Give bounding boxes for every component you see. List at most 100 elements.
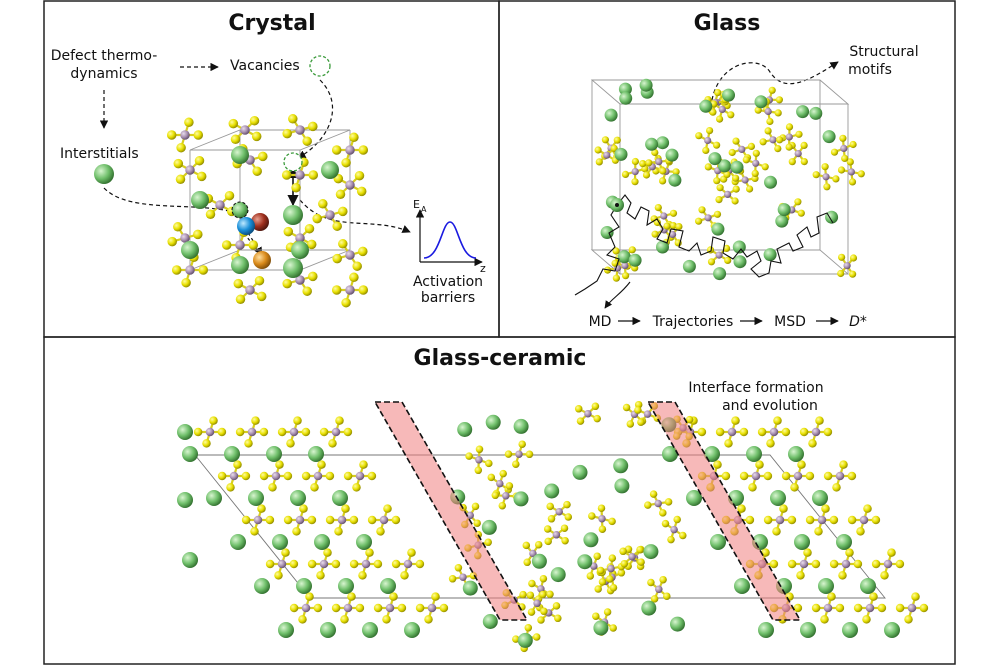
phosphorus-atom [655,585,663,594]
lithium-atom [513,491,529,507]
phosphorus-atom [907,603,917,613]
lithium-atom [668,173,682,187]
phosphorus-atom [205,427,215,437]
phosphorus-atom [794,150,802,158]
sulfur-atom [512,635,520,643]
sulfur-atom [811,603,821,613]
sulfur-atom [847,515,857,525]
sulfur-atom [358,285,369,295]
phosphorus-atom [718,105,726,113]
sulfur-atom [812,171,820,179]
sulfur-atom [669,222,677,230]
sulfur-atom [289,559,299,569]
phosphorus-atom [379,515,389,525]
sulfur-atom [781,427,791,437]
sulfur-atom [781,471,791,481]
sulfur-atom [335,416,344,425]
sulfur-atom [331,559,341,569]
sulfur-atom [352,483,361,492]
lithium-atom [248,490,264,506]
sulfur-atom [746,185,754,193]
phosphorus-atom [337,515,347,525]
sulfur-atom [796,571,805,580]
sulfur-atom [675,223,683,231]
sulfur-atom [653,218,662,227]
sulfur-atom [774,145,782,153]
lithium-atom [764,175,777,189]
sulfur-atom [431,592,440,601]
sulfur-atom [293,416,302,425]
sulfur-atom [343,427,353,437]
sulfur-atom [391,559,401,569]
lithium-atom [613,458,629,474]
sulfur-atom [871,515,881,525]
sulfur-atom [302,286,312,296]
lithium-atom [462,580,478,596]
interface-band-left [373,401,529,621]
lithium-atom [758,622,774,638]
lithium-atom [482,614,498,629]
phosphorus-atom [295,233,305,243]
lithium-atom [457,422,473,437]
sulfur-atom [331,145,342,155]
sulfur-atom [196,171,207,182]
sulfur-atom [713,141,721,149]
sulfur-atom [546,502,554,511]
sulfur-atom [302,136,312,146]
sulfur-atom [724,439,733,448]
phosphorus-atom [764,107,772,116]
activation-gaussian-curve [423,221,477,259]
sulfur-atom [194,155,205,166]
sulfur-atom [534,540,543,549]
sulfur-atom [254,275,265,286]
sulfur-atom [561,536,569,545]
sulfur-atom [845,548,854,557]
sulfur-atom [175,174,186,185]
z-axis-label: z [480,262,486,275]
sulfur-atom [312,213,322,224]
sulfur-atom [853,603,863,613]
sulfur-atom [591,402,600,411]
sulfur-atom [877,603,887,613]
phosphorus-atom [811,427,821,437]
sulfur-atom [644,501,652,509]
sulfur-atom [713,177,721,185]
sulfur-atom [301,427,311,437]
sulfur-atom [787,515,797,525]
phosphorus-atom [343,603,353,613]
sulfur-atom [838,571,847,580]
lithium-atom-b [283,258,303,278]
sulfur-atom [283,226,294,237]
sulfur-atom [663,592,671,600]
phosphorus-atom [769,427,779,437]
pipeline-trajectories: Trajectories [652,314,734,330]
sulfur-atom [301,471,311,481]
tracked-atom-center [615,203,619,207]
sulfur-atom [659,509,667,517]
sulfur-atom [628,246,636,254]
lithium-atom [550,567,566,583]
sulfur-atom [695,132,703,140]
sulfur-atom [592,612,600,620]
lithium-atom [206,490,222,506]
sulfur-atom [471,502,480,511]
sulfur-atom [544,537,552,546]
sulfur-atom [593,552,601,560]
phosphorus-atom [325,210,335,220]
lithium-atom [763,248,777,262]
phosphorus-atom [403,559,413,569]
sulfur-atom [523,558,531,567]
sulfur-atom [498,501,507,510]
phosphorus-atom [628,552,636,561]
phosphorus-atom [799,559,809,569]
sulfur-atom [649,490,658,498]
lithium-atom [746,446,762,462]
sulfur-atom [698,206,706,214]
phosphorus-atom [704,136,712,145]
activation-barrier-plot: E A z [413,198,486,275]
phosphorus-atom [793,471,803,481]
sulfur-atom [739,427,749,437]
phosphorus-atom [253,515,263,525]
sulfur-atom [286,439,295,448]
sulfur-atom [202,439,211,448]
